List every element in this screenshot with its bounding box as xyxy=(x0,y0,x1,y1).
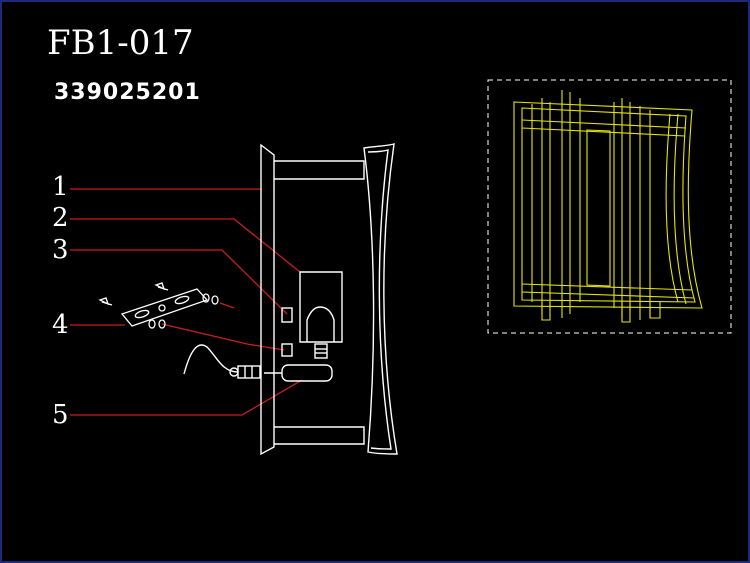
front-shade-inner xyxy=(367,149,392,450)
top-band-2 xyxy=(521,127,686,137)
washer-2 xyxy=(158,319,166,329)
center-panel xyxy=(586,129,611,287)
callout-label-3: 3 xyxy=(52,235,69,265)
bottom-band xyxy=(521,283,693,291)
bracket-slot-2 xyxy=(174,295,190,305)
screw-3 xyxy=(281,307,293,323)
part-code: 339025201 xyxy=(54,80,201,105)
callout-label-4: 4 xyxy=(52,310,69,340)
leader-line-3 xyxy=(70,249,288,315)
washer-1 xyxy=(148,319,156,329)
mounting-bracket xyxy=(98,282,235,329)
callout-label-5: 5 xyxy=(52,400,69,430)
shade-curve-2 xyxy=(673,113,687,305)
screw-4 xyxy=(281,343,293,357)
bracket-slot-1 xyxy=(134,309,150,319)
screw-left xyxy=(98,297,113,306)
leader-line-4b xyxy=(161,323,285,351)
lamp-perspective-view xyxy=(513,90,703,323)
terminal-block xyxy=(314,343,328,359)
plug-5 xyxy=(281,364,333,382)
callout-label-1: 1 xyxy=(52,172,69,202)
foot-right xyxy=(649,302,661,319)
leader-lines xyxy=(70,188,303,416)
bottom-band-2 xyxy=(521,291,695,299)
screw-top xyxy=(154,282,169,291)
cable-clamp xyxy=(237,365,261,379)
socket-housing xyxy=(299,271,343,343)
back-plate xyxy=(260,143,275,456)
cable-grommet xyxy=(229,367,239,377)
model-title: FB1-017 xyxy=(47,23,194,63)
callout-label-2: 2 xyxy=(52,203,69,233)
shade-curve xyxy=(665,113,679,303)
body-outline xyxy=(513,101,703,309)
leader-line-5 xyxy=(70,379,303,416)
bottom-bar xyxy=(274,426,365,445)
foot-center xyxy=(621,302,631,323)
bracket-hole xyxy=(158,304,166,312)
power-cable xyxy=(183,344,239,375)
top-band xyxy=(521,119,687,129)
front-shade xyxy=(363,143,398,455)
socket-notch xyxy=(306,306,335,342)
bracket-axis xyxy=(219,302,235,309)
preview-frame xyxy=(487,79,732,334)
lamp-side-view xyxy=(183,143,398,456)
bracket-plate xyxy=(120,288,209,327)
washer-4 xyxy=(211,295,219,305)
leader-line-2 xyxy=(70,218,301,273)
foot-left xyxy=(541,302,551,321)
washer-3 xyxy=(202,293,210,303)
top-bar xyxy=(274,160,365,180)
body-outline-inner xyxy=(521,107,696,303)
